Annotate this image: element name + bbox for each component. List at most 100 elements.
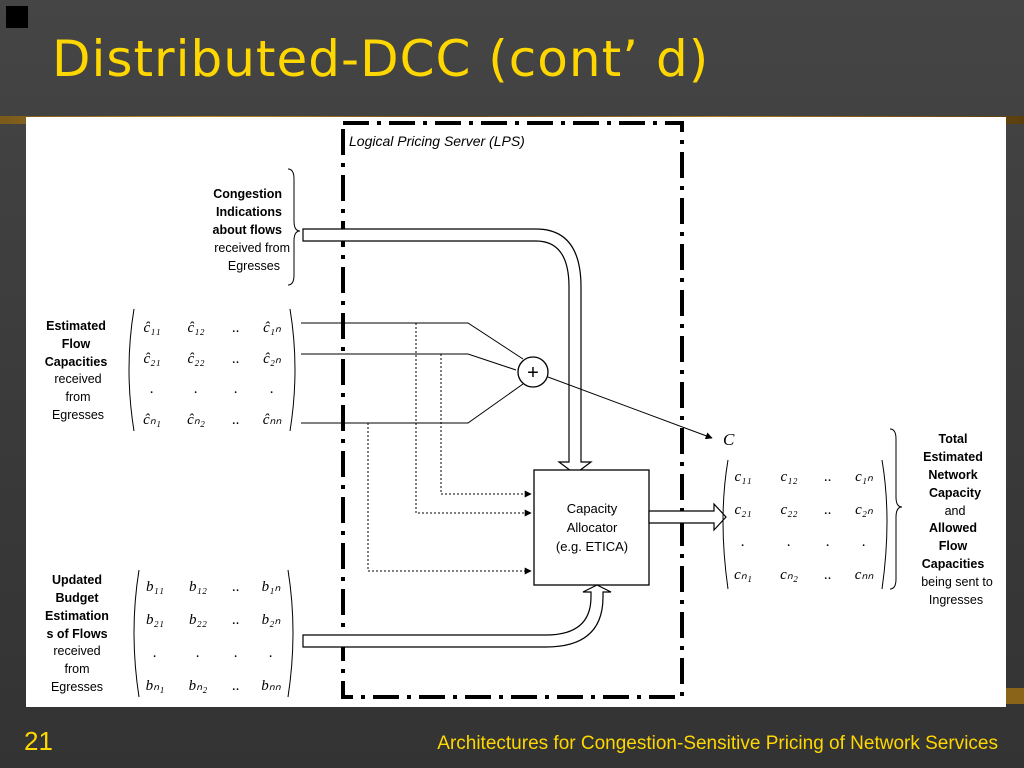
- matrix-b-cell: b₂₂: [189, 612, 207, 628]
- svg-text:received: received: [54, 372, 101, 386]
- matrix-c-cell: c₁₂: [780, 469, 797, 485]
- matrix-chat-cell: ĉ₂ₙ: [263, 351, 282, 367]
- corner-square: [6, 6, 28, 28]
- svg-text:Total: Total: [939, 432, 968, 446]
- matrix-b-cell: bₙₙ: [261, 678, 281, 694]
- svg-text:Egresses: Egresses: [51, 680, 103, 694]
- svg-text:s of Flows: s of Flows: [46, 627, 107, 641]
- estimated-flow-label: Estimated Flow Capacities received from …: [45, 319, 108, 422]
- architecture-diagram: Logical Pricing Server (LPS) Congestion …: [45, 121, 993, 699]
- matrix-c-cell: ..: [824, 469, 832, 485]
- matrix-chat-cell: .: [150, 381, 154, 397]
- matrix-c-cell: c₂ₙ: [855, 502, 874, 518]
- matrix-chat-cell: ĉ₁₁: [143, 320, 160, 336]
- congestion-label: Congestion Indications about flows recei…: [213, 187, 290, 273]
- page-number: 21: [24, 726, 53, 756]
- matrix-chat-cell: ĉ₂₂: [187, 351, 204, 367]
- matrix-chat-cell: ĉ₂₁: [143, 351, 160, 367]
- svg-text:Allowed: Allowed: [929, 521, 977, 535]
- matrix-chat-cell: .: [194, 381, 198, 397]
- svg-text:Estimation: Estimation: [45, 609, 109, 623]
- matrix-chat-cell: .: [234, 381, 238, 397]
- svg-text:Flow: Flow: [939, 539, 968, 553]
- svg-text:Capacity: Capacity: [929, 486, 981, 500]
- matrix-b-cell: b₁ₙ: [262, 579, 282, 595]
- svg-text:Flow: Flow: [62, 337, 91, 351]
- matrix-c-cell: c₂₂: [780, 502, 797, 518]
- matrix-c-cell: .: [862, 534, 866, 550]
- svg-text:Updated: Updated: [52, 573, 102, 587]
- svg-text:received from: received from: [214, 241, 290, 255]
- svg-text:Capacities: Capacities: [922, 557, 985, 571]
- lps-boundary: [341, 121, 684, 699]
- row-lines-to-sum: [301, 322, 524, 424]
- footer-text: Architectures for Congestion-Sensitive P…: [437, 733, 998, 754]
- matrix-chat-cell: ..: [232, 320, 240, 336]
- allocated-capacity-matrix: c₁₁ c₁₂ .. c₁ₙ c₂₁ c₂₂ .. c₂ₙ . . . . cₙ…: [722, 459, 888, 590]
- slide-title: Distributed-DCC (cont’ d): [52, 30, 710, 88]
- matrix-c-cell: cₙₙ: [855, 567, 875, 583]
- matrix-c-cell: c₁₁: [734, 469, 751, 485]
- matrix-chat-cell: ĉ₁ₙ: [263, 320, 282, 336]
- sum-symbol: +: [527, 362, 539, 384]
- svg-text:Network: Network: [928, 468, 977, 482]
- matrix-chat-cell: ..: [232, 351, 240, 367]
- capacity-allocator: [533, 469, 650, 586]
- svg-text:from: from: [65, 662, 90, 676]
- estimated-capacity-matrix: ĉ₁₁ ĉ₁₂ .. ĉ₁ₙ ĉ₂₁ ĉ₂₂ .. ĉ₂ₙ . . . . ĉₙ…: [128, 308, 296, 432]
- matrix-c-cell: ..: [824, 567, 832, 583]
- budget-matrix: b₁₁ b₁₂ .. b₁ₙ b₂₁ b₂₂ .. b₂ₙ . . . . bₙ…: [133, 569, 294, 698]
- diagram-area: Logical Pricing Server (LPS) Congestion …: [26, 117, 1006, 707]
- matrix-c-cell: c₁ₙ: [855, 469, 874, 485]
- matrix-chat-cell: .: [270, 381, 274, 397]
- bottom-accent: [1000, 688, 1024, 704]
- svg-text:Egresses: Egresses: [228, 259, 280, 273]
- svg-text:Estimated: Estimated: [46, 319, 106, 333]
- matrix-b-cell: bₙ₂: [189, 678, 208, 694]
- svg-text:Capacities: Capacities: [45, 355, 108, 369]
- matrix-b-cell: b₂₁: [146, 612, 164, 628]
- matrix-b-cell: ..: [232, 579, 240, 595]
- matrix-c-cell: .: [787, 534, 791, 550]
- svg-text:received: received: [53, 644, 100, 658]
- matrix-chat-cell: ĉₙ₁: [143, 412, 161, 428]
- congestion-flow-arrow: [302, 228, 593, 475]
- congestion-brace: [287, 168, 301, 286]
- sum-node: [517, 356, 549, 388]
- lps-label: Logical Pricing Server (LPS): [349, 133, 525, 149]
- matrix-chat-cell: ĉₙₙ: [263, 412, 283, 428]
- sum-to-total-arrow: [547, 376, 713, 440]
- matrix-b-cell: ..: [232, 678, 240, 694]
- svg-text:Egresses: Egresses: [52, 408, 104, 422]
- matrix-b-cell: b₂ₙ: [262, 612, 282, 628]
- svg-text:(e.g. ETICA): (e.g. ETICA): [556, 539, 628, 554]
- matrix-b-cell: .: [196, 645, 200, 661]
- matrix-b-cell: .: [269, 645, 273, 661]
- matrix-b-cell: b₁₂: [189, 579, 207, 595]
- svg-text:from: from: [66, 390, 91, 404]
- svg-text:about flows: about flows: [213, 223, 282, 237]
- matrix-c-cell: c₂₁: [734, 502, 751, 518]
- matrix-chat-cell: ĉₙ₂: [187, 412, 205, 428]
- svg-text:Indications: Indications: [216, 205, 282, 219]
- matrix-b-cell: .: [234, 645, 238, 661]
- matrix-c-cell: .: [741, 534, 745, 550]
- svg-text:Ingresses: Ingresses: [929, 593, 983, 607]
- svg-text:Capacity: Capacity: [567, 501, 618, 516]
- matrix-b-cell: bₙ₁: [146, 678, 165, 694]
- svg-text:Congestion: Congestion: [213, 187, 282, 201]
- output-brace: [889, 428, 903, 590]
- allocator-output-arrow: [648, 502, 727, 532]
- budget-label: Updated Budget Estimation s of Flows rec…: [45, 573, 109, 694]
- svg-text:Budget: Budget: [55, 591, 99, 605]
- dotted-row-lines: [367, 323, 532, 575]
- svg-text:Allocator: Allocator: [567, 520, 618, 535]
- matrix-c-cell: .: [826, 534, 830, 550]
- matrix-c-cell: cₙ₁: [734, 567, 752, 583]
- matrix-chat-cell: ..: [232, 412, 240, 428]
- budget-flow-arrow: [302, 584, 612, 648]
- matrix-b-cell: .: [153, 645, 157, 661]
- allocator-label: Capacity Allocator (e.g. ETICA): [556, 501, 628, 554]
- svg-text:being sent to: being sent to: [921, 575, 993, 589]
- svg-text:and: and: [945, 504, 966, 518]
